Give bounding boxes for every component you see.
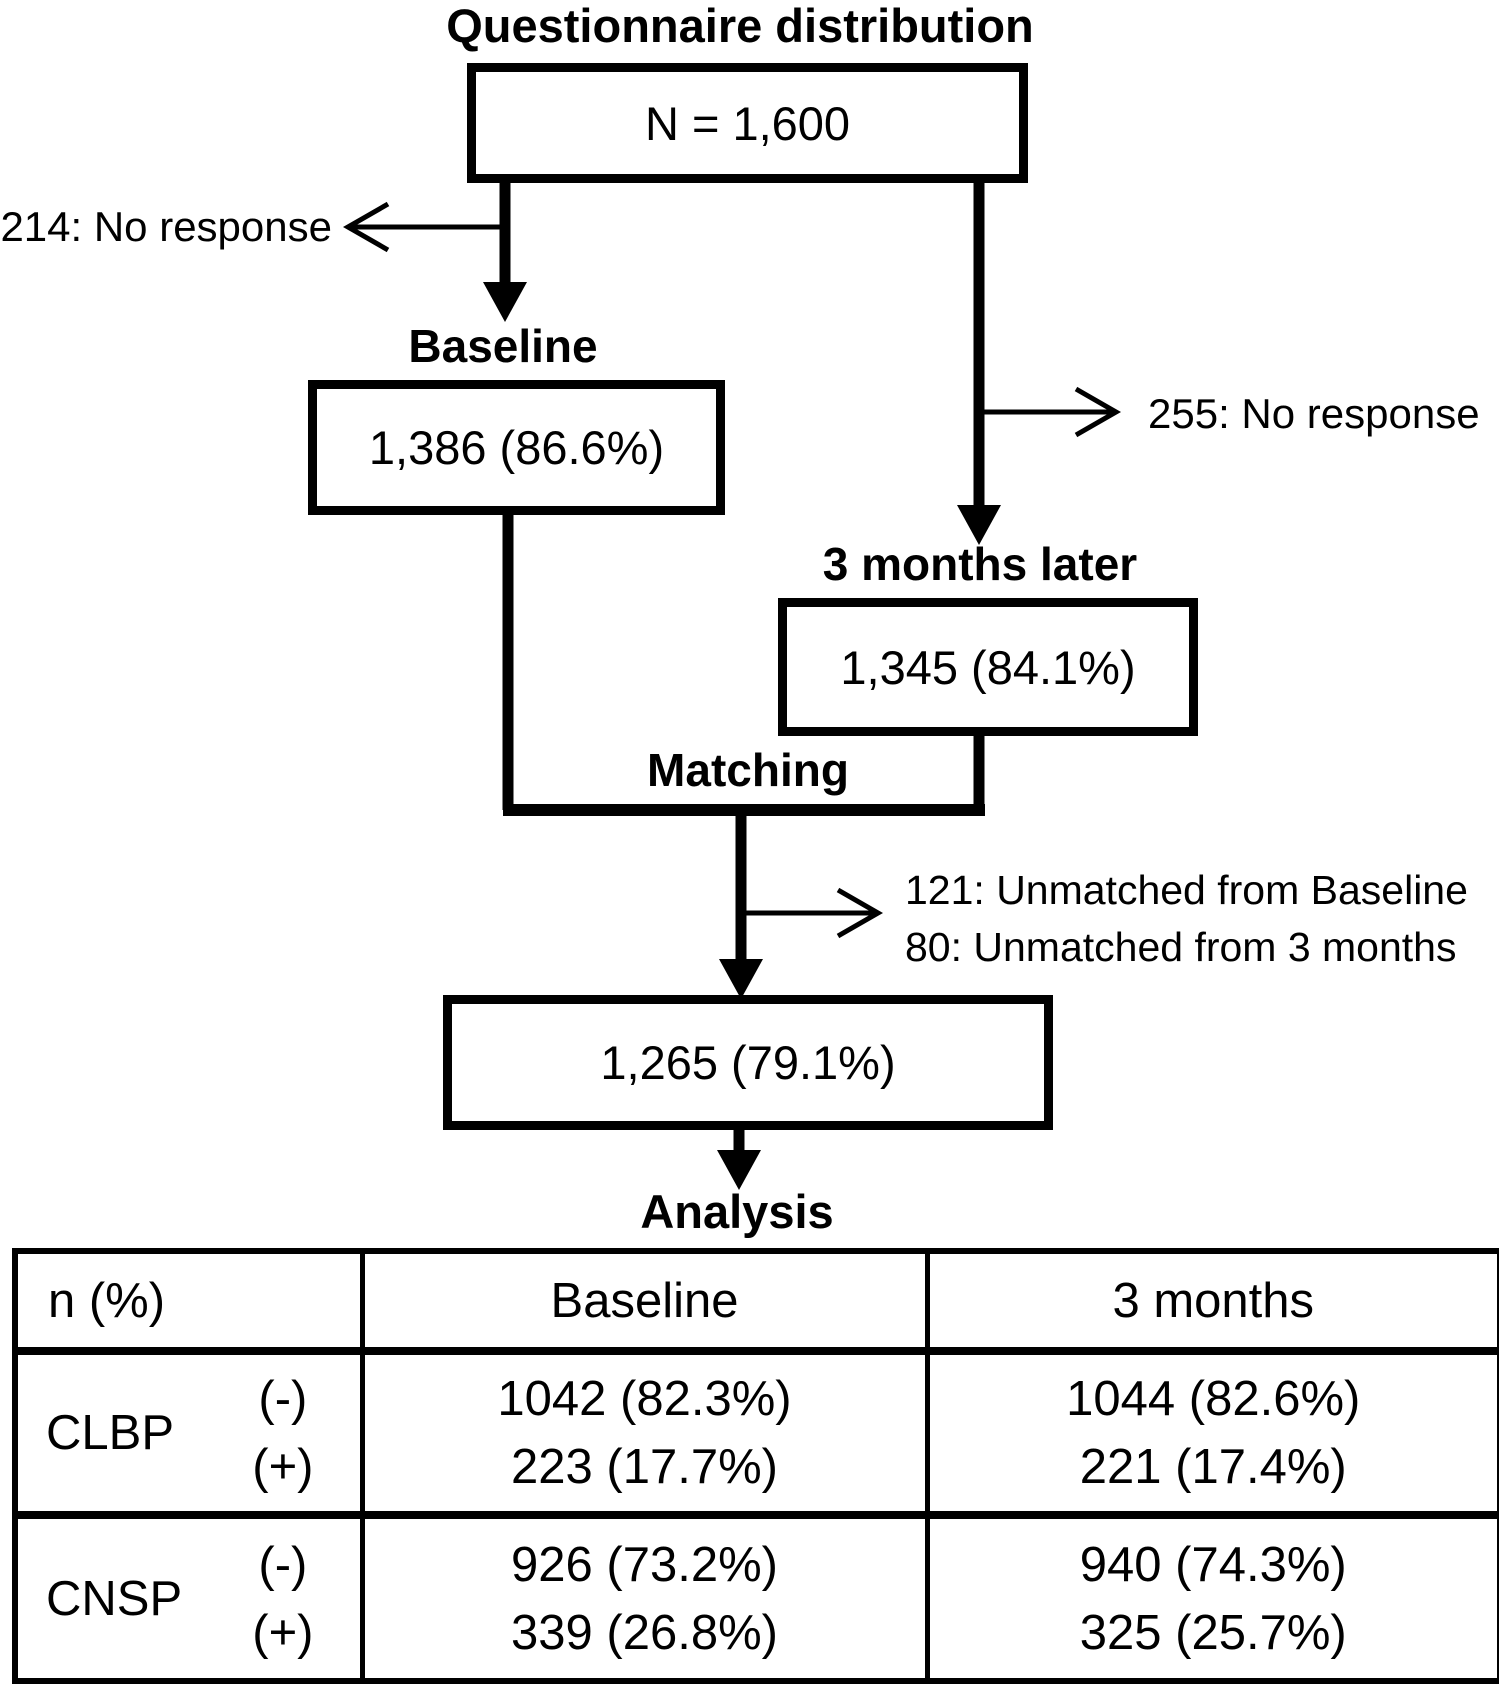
unmatched-note: 121: Unmatched from Baseline 80: Unmatch… bbox=[905, 862, 1468, 976]
arrow-no-response-left bbox=[342, 201, 510, 253]
total-distribution-value: N = 1,600 bbox=[644, 96, 851, 150]
baseline-box: 1,386 (86.6%) bbox=[308, 380, 725, 515]
clbp-three-months-cell: 1044 (82.6%) 221 (17.4%) bbox=[924, 1348, 1499, 1519]
analysis-stage-label: Analysis bbox=[640, 1185, 834, 1238]
three-months-value: 1,345 (84.1%) bbox=[840, 640, 1136, 694]
arrow-unmatched bbox=[746, 887, 884, 939]
table-header-baseline: Baseline bbox=[359, 1248, 930, 1355]
cnsp-baseline-negative: 926 (73.2%) bbox=[511, 1537, 778, 1592]
arrow-n-to-three-months bbox=[957, 165, 1001, 545]
clbp-sign-positive: (+) bbox=[252, 1440, 314, 1494]
table-header-metric: n (%) bbox=[12, 1248, 365, 1355]
arrow-matching-to-matched bbox=[719, 810, 763, 999]
analysis-table: n (%) Baseline 3 months CLBP (-) (+) 104… bbox=[12, 1248, 1499, 1684]
cnsp-three-months-cell: 940 (74.3%) 325 (25.7%) bbox=[924, 1512, 1499, 1684]
cnsp-sign-negative: (-) bbox=[258, 1537, 308, 1592]
cnsp-label-cell: CNSP (-) (+) bbox=[12, 1512, 365, 1684]
arrow-n-to-baseline bbox=[483, 165, 527, 322]
clbp-three-months-positive: 221 (17.4%) bbox=[1079, 1440, 1347, 1494]
matched-box: 1,265 (79.1%) bbox=[443, 995, 1053, 1130]
clbp-row-label: CLBP bbox=[46, 1406, 175, 1460]
matching-stage-label: Matching bbox=[647, 744, 849, 796]
three-months-stage-label: 3 months later bbox=[822, 538, 1138, 590]
table-header-three-months: 3 months bbox=[924, 1248, 1499, 1355]
cnsp-row-label: CNSP bbox=[46, 1571, 183, 1626]
clbp-label-cell: CLBP (-) (+) bbox=[12, 1348, 365, 1519]
clbp-sign-negative: (-) bbox=[258, 1372, 308, 1426]
baseline-stage-label: Baseline bbox=[408, 320, 598, 372]
cnsp-three-months-negative: 940 (74.3%) bbox=[1079, 1537, 1347, 1592]
diagram-title: Questionnaire distribution bbox=[446, 0, 1034, 52]
arrow-no-response-right bbox=[984, 386, 1122, 438]
cnsp-sign-positive: (+) bbox=[252, 1605, 314, 1660]
table-row-cnsp: CNSP (-) (+) 926 (73.2%) 339 (26.8%) 940… bbox=[12, 1512, 1499, 1684]
no-response-left-label: 214: No response bbox=[0, 203, 332, 250]
clbp-three-months-negative: 1044 (82.6%) bbox=[1066, 1372, 1361, 1426]
baseline-value: 1,386 (86.6%) bbox=[368, 421, 665, 474]
clbp-baseline-negative: 1042 (82.3%) bbox=[497, 1372, 792, 1426]
cnsp-baseline-cell: 926 (73.2%) 339 (26.8%) bbox=[359, 1512, 930, 1684]
clbp-baseline-positive: 223 (17.7%) bbox=[511, 1440, 778, 1494]
unmatched-from-baseline: 121: Unmatched from Baseline bbox=[905, 867, 1468, 913]
clbp-signs: (-) (+) bbox=[252, 1365, 313, 1501]
unmatched-from-three-months: 80: Unmatched from 3 months bbox=[905, 924, 1457, 970]
table-header-row: n (%) Baseline 3 months bbox=[12, 1248, 1499, 1355]
total-distribution-box: N = 1,600 bbox=[467, 63, 1028, 183]
clbp-baseline-cell: 1042 (82.3%) 223 (17.7%) bbox=[359, 1348, 930, 1519]
table-row-clbp: CLBP (-) (+) 1042 (82.3%) 223 (17.7%) 10… bbox=[12, 1348, 1499, 1519]
three-months-box: 1,345 (84.1%) bbox=[778, 598, 1198, 736]
no-response-right-label: 255: No response bbox=[1148, 390, 1480, 437]
cnsp-three-months-positive: 325 (25.7%) bbox=[1079, 1605, 1347, 1660]
cnsp-signs: (-) (+) bbox=[252, 1531, 313, 1667]
cnsp-baseline-positive: 339 (26.8%) bbox=[511, 1605, 778, 1660]
matched-value: 1,265 (79.1%) bbox=[600, 1036, 896, 1089]
